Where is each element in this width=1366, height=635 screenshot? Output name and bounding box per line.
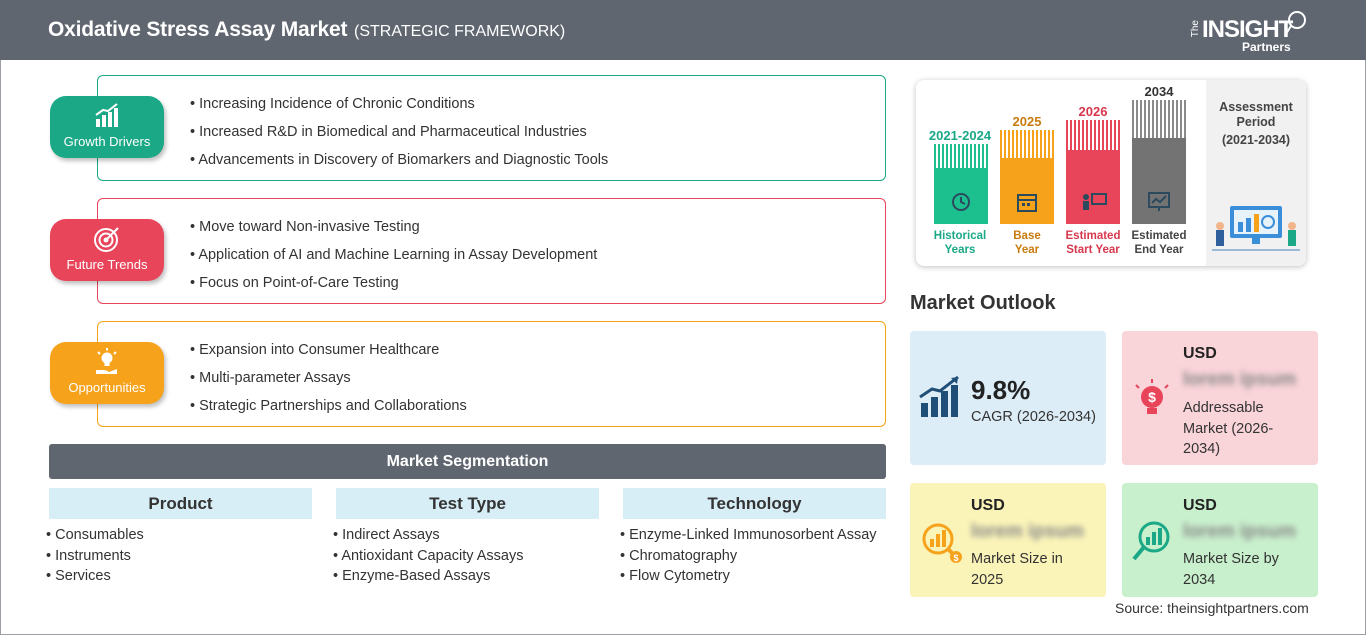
segment-list-technology: Enzyme-Linked Immunosorbent Assay Chroma… xyxy=(620,525,877,587)
badge-label: Opportunities xyxy=(68,380,146,395)
list-item: Flow Cytometry xyxy=(620,566,877,587)
opportunities-badge: Opportunities xyxy=(50,342,164,404)
market-size-2025-tile: $ USD lorem ipsum Market Size in 2025 xyxy=(910,483,1106,597)
analytics-people-icon xyxy=(1212,206,1300,251)
market-size-2034-tile: USD lorem ipsum Market Size by 2034 xyxy=(1122,483,1318,597)
presentation-icon xyxy=(1083,193,1107,210)
logo-the: The xyxy=(1190,20,1201,38)
segment-heading-test-type: Test Type xyxy=(336,488,599,519)
list-item: Indirect Assays xyxy=(333,525,523,546)
segment-heading-technology: Technology xyxy=(623,488,886,519)
list-item: Increased R&D in Biomedical and Pharmace… xyxy=(190,122,608,150)
timeline-bar-start xyxy=(1066,120,1120,224)
logo-insight: INSIGHT xyxy=(1202,16,1293,43)
list-item: Expansion into Consumer Healthcare xyxy=(190,340,467,368)
assessment-period-range: (2021-2034) xyxy=(1221,133,1291,147)
calendar-icon xyxy=(1017,194,1037,212)
size-2034-label: Market Size by 2034 xyxy=(1183,551,1279,588)
list-item: Enzyme-Linked Immunosorbent Assay xyxy=(620,525,876,546)
cagr-label: CAGR (2026-2034) xyxy=(971,409,1096,425)
insight-partners-logo[interactable]: The INSIGHT Partners xyxy=(1188,10,1318,54)
cagr-value: 9.8% xyxy=(971,375,1031,405)
timeline-year-start: 2026 xyxy=(1078,104,1108,119)
list-item: Consumables xyxy=(46,525,144,546)
assessment-period-label: Assessment Period xyxy=(1219,100,1293,129)
page-subtitle: (STRATEGIC FRAMEWORK) xyxy=(354,23,566,40)
list-item: Instruments xyxy=(46,546,144,567)
growth-chart-icon xyxy=(919,375,959,417)
list-item: Antioxidant Capacity Assays xyxy=(333,546,523,567)
timeline-bar-historical xyxy=(934,144,988,224)
size-2025-label: Market Size in 2025 xyxy=(971,551,1063,588)
logo-partners: Partners xyxy=(1242,40,1291,54)
future-trends-list: Move toward Non-invasive Testing Applica… xyxy=(190,217,597,301)
lightbulb-hand-icon xyxy=(96,348,117,374)
cagr-tile: 9.8% CAGR (2026-2034) xyxy=(910,331,1106,465)
segment-heading-product: Product xyxy=(49,488,312,519)
page-title: Oxidative Stress Assay Market xyxy=(48,18,348,41)
svg-text:$: $ xyxy=(1148,389,1156,405)
size-2025-value: lorem ipsum xyxy=(971,521,1084,542)
future-trends-box: Move toward Non-invasive Testing Applica… xyxy=(97,198,886,304)
list-item: Focus on Point-of-Care Testing xyxy=(190,273,597,301)
addressable-market-tile: $ USD lorem ipsum Addressable Market (20… xyxy=(1122,331,1318,465)
dollar-bulb-icon: $ xyxy=(1135,379,1169,414)
growth-drivers-list: Increasing Incidence of Chronic Conditio… xyxy=(190,94,608,178)
header-bar: Oxidative Stress Assay Market (STRATEGIC… xyxy=(0,0,1366,60)
opportunities-list: Expansion into Consumer Healthcare Multi… xyxy=(190,340,467,424)
monitor-chart-icon xyxy=(1148,192,1170,211)
list-item: Increasing Incidence of Chronic Conditio… xyxy=(190,94,608,122)
badge-label: Growth Drivers xyxy=(63,134,151,149)
history-icon xyxy=(952,193,970,211)
list-item: Chromatography xyxy=(620,546,877,567)
magnifier-chart-icon xyxy=(1132,521,1170,561)
list-item: Enzyme-Based Assays xyxy=(333,566,523,587)
list-item: Move toward Non-invasive Testing xyxy=(190,217,597,245)
addressable-label: Addressable Market (2026-2034) xyxy=(1183,400,1274,457)
timeline-bar-base xyxy=(1000,130,1054,224)
opportunities-box: Expansion into Consumer Healthcare Multi… xyxy=(97,321,886,427)
segment-list-product: Consumables Instruments Services xyxy=(46,525,144,587)
size-2034-currency: USD xyxy=(1183,497,1217,514)
segment-list-test-type: Indirect Assays Antioxidant Capacity Ass… xyxy=(333,525,523,587)
bar-chart-growth-icon xyxy=(95,103,118,127)
future-trends-badge: Future Trends xyxy=(50,219,164,281)
timeline-year-end: 2034 xyxy=(1144,84,1174,99)
addressable-currency: USD xyxy=(1183,345,1217,362)
addressable-value: lorem ipsum xyxy=(1183,369,1296,390)
timeline-bar-end xyxy=(1132,100,1186,224)
list-item: Services xyxy=(46,566,144,587)
list-item: Multi-parameter Assays xyxy=(190,368,467,396)
size-2025-currency: USD xyxy=(971,497,1005,514)
assessment-period-panel: Assessment Period (2021-2034) xyxy=(1206,80,1306,266)
target-icon xyxy=(94,227,119,252)
svg-text:$: $ xyxy=(953,553,958,563)
badge-label: Future Trends xyxy=(66,257,148,272)
magnifier-chart-icon: $ xyxy=(922,523,962,563)
list-item: Advancements in Discovery of Biomarkers … xyxy=(190,150,608,178)
market-outlook-title: Market Outlook xyxy=(910,292,1056,314)
timeline-year-base: 2025 xyxy=(1012,114,1042,129)
timeline-year-historical: 2021-2024 xyxy=(928,128,992,143)
size-2034-value: lorem ipsum xyxy=(1183,521,1296,542)
growth-drivers-badge: Growth Drivers xyxy=(50,96,164,158)
logo-magnifier-icon xyxy=(1285,11,1306,35)
growth-drivers-box: Increasing Incidence of Chronic Conditio… xyxy=(97,75,886,181)
market-segmentation-title: Market Segmentation xyxy=(49,444,886,479)
list-item: Application of AI and Machine Learning i… xyxy=(190,245,597,273)
source-note: Source: theinsightpartners.com xyxy=(1115,600,1309,616)
list-item: Strategic Partnerships and Collaboration… xyxy=(190,396,467,424)
